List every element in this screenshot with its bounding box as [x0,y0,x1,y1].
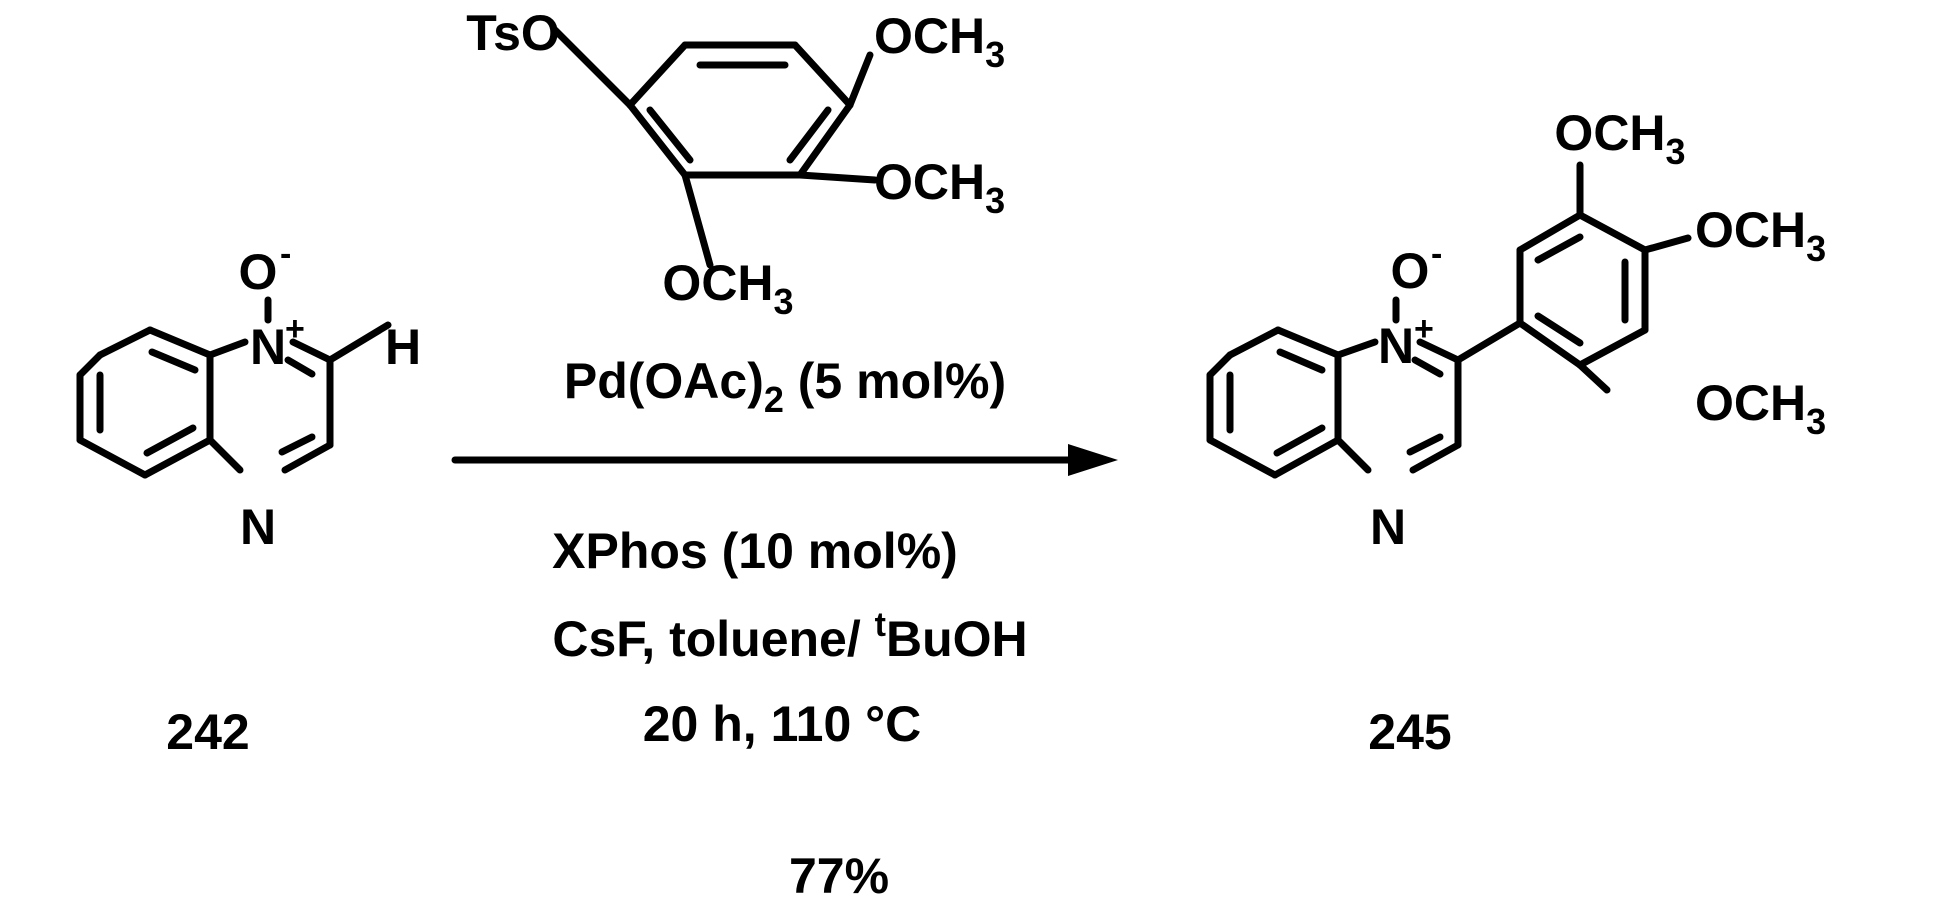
sm-double-bond [143,424,197,457]
sm-nitrogen: N [240,499,276,555]
product-bond [1274,326,1342,359]
sm-benzene-ring [76,326,214,479]
product-pyrazine-ring [1334,296,1524,474]
product-methoxy-bot: OCH3 [1695,375,1826,442]
product-bond [1516,319,1584,369]
product-biaryl-bond [1454,319,1524,364]
product-nitrogen-plus: N [1378,318,1414,374]
sm-double-bond [148,348,199,374]
reagent-bond [791,41,854,109]
sm-bond [289,338,334,364]
sm-bond [96,326,154,359]
product-bond [1576,326,1649,369]
sm-hydrogen: H [385,319,421,375]
methoxy-label-upper: OCH3 [874,8,1005,75]
product-double-bond [1534,233,1584,264]
sm-bond [76,351,104,379]
product-bond [1576,361,1611,394]
compound-label-245: 245 [1368,704,1451,760]
compound-label-242: 242 [166,704,249,760]
product-bond [1226,326,1282,359]
catalyst-line: Pd(OAc)2 (5 mol%) [564,353,1006,420]
arrow-head [1068,444,1118,476]
product-nitrogen: N [1370,499,1406,555]
reagent-bond [626,41,689,109]
product-double-bond [1276,348,1326,374]
product-double-bond [1406,433,1444,456]
sm-bond [146,326,214,359]
sm-oxide-oxygen: O [239,244,278,300]
product-bond [1334,338,1379,359]
product-double-bond [1411,356,1444,378]
product-bond [1576,211,1649,254]
product-methoxy-mid: OCH3 [1695,202,1826,269]
reagent-bond [626,101,689,179]
sm-oxide-charge: - [280,235,291,273]
reagent-bond [796,101,854,179]
sm-pyrazine-ring [206,296,392,474]
product-bond [1206,436,1279,479]
sm-double-bond [284,356,316,378]
product-methoxy-top: OCH3 [1554,105,1685,172]
sm-plus-charge: + [285,310,305,348]
starting-material-242: O - N + H N 242 [76,235,421,760]
product-oxide-charge: - [1431,235,1442,273]
reagent-bond [681,171,714,269]
methoxy-label-lower: OCH3 [662,255,793,322]
product-benzene-ring [1206,326,1342,479]
sm-bond [141,436,214,479]
product-plus-charge: + [1414,310,1434,348]
sm-bond-to-h [326,321,392,364]
product-oxide-oxygen: O [1391,243,1430,299]
reaction-arrow [451,444,1118,476]
product-bond [1409,441,1462,474]
methoxy-label-middle: OCH3 [874,154,1005,221]
sm-bond [281,441,334,474]
sm-bond [206,436,244,474]
ligand-line: XPhos (10 mol%) [552,523,958,579]
product-double-bond [1273,424,1326,457]
aryl-tosylate-reagent: TsO OCH3 OCH3 OCH3 [466,5,1005,322]
time-temperature-line: 20 h, 110 °C [643,696,922,752]
base-solvent-line: CsF, toluene/ tBuOH [552,606,1027,667]
product-bond [1516,211,1584,254]
product-bond [1206,351,1234,379]
product-double-bond [1534,312,1584,347]
sm-bond [76,436,149,479]
reaction-conditions: Pd(OAc)2 (5 mol%) XPhos (10 mol%) CsF, t… [552,353,1027,898]
aryl-tosylate-ring-bonds [626,41,854,179]
product-bond [1334,436,1372,474]
product-bond [1641,234,1692,254]
reagent-bond [796,171,879,184]
product-aryl-ring [1516,161,1692,394]
product-245: O - N + N OCH3 OCH3 OCH3 245 [1206,105,1826,760]
sm-nitrogen-plus: N [250,319,286,375]
product-bond [1416,338,1462,364]
yield-label: 77% [789,848,889,898]
reagent-double-bond [646,106,694,164]
reagent-double-bond [786,106,832,164]
tosylate-label: TsO [466,5,560,61]
product-bond [1271,436,1342,479]
reagent-bond [846,51,874,109]
sm-bond [206,338,249,359]
sm-double-bond [278,433,316,456]
reagent-bond [551,26,634,109]
